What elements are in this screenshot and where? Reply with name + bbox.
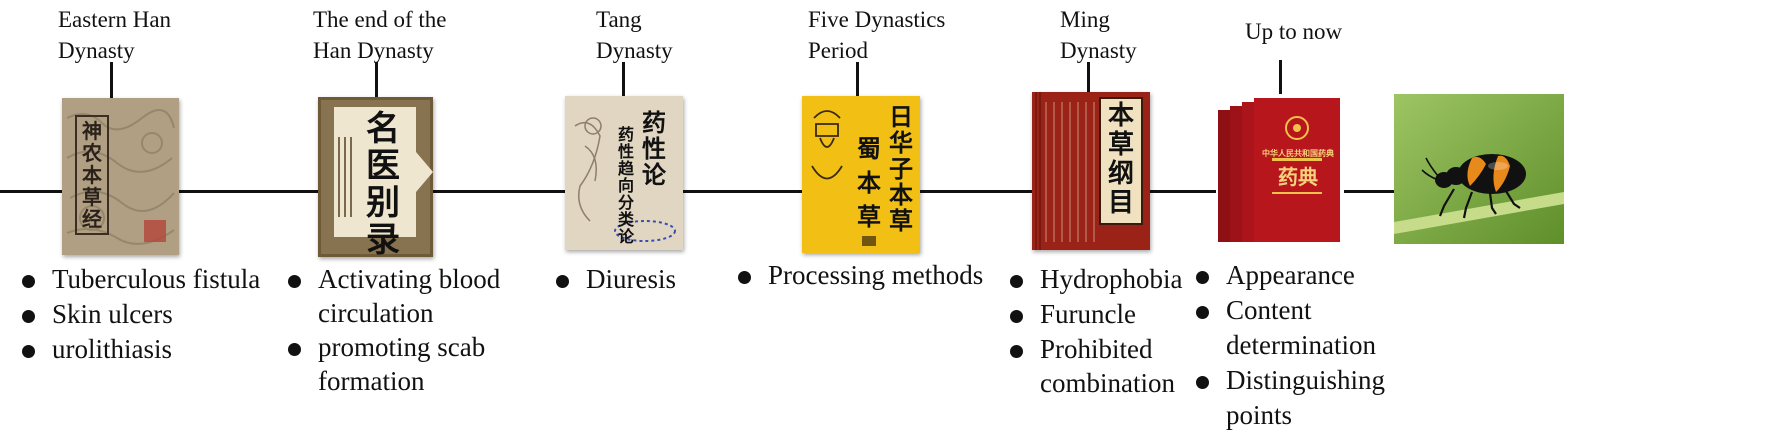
book-cover-rihuazi: 日华子本草 蜀本草	[802, 96, 920, 253]
book-cover-mingyi: 名医别录	[318, 97, 433, 257]
period-label-eastern-han: Eastern Han Dynasty	[58, 4, 171, 66]
list-item: urolithiasis	[22, 332, 282, 367]
book-cover-art	[1032, 92, 1150, 250]
list-item: Distinguishing points	[1196, 363, 1456, 433]
list-end-of-han: Activating blood circulation promoting s…	[288, 262, 528, 398]
list-item: Prohibited combination	[1010, 332, 1210, 400]
timeline-tick	[1087, 62, 1090, 92]
period-label-five-dynastics: Five Dynastics Period	[808, 4, 945, 66]
beetle-illustration	[1394, 94, 1564, 244]
period-line: Up to now	[1245, 19, 1343, 44]
list-item: Tuberculous fistula	[22, 262, 282, 297]
period-line: Dynasty	[596, 38, 673, 63]
book-title: 中华人民共和国药典	[1262, 148, 1334, 158]
list-item: Processing methods	[738, 258, 998, 293]
period-line: Dynasty	[1060, 38, 1137, 63]
period-line: Han Dynasty	[313, 38, 434, 63]
period-line: Tang	[596, 7, 642, 32]
period-line: Dynasty	[58, 38, 135, 63]
book-cover-art	[1216, 94, 1344, 246]
period-line: The end of the	[313, 7, 447, 32]
period-line: Five Dynastics	[808, 7, 946, 32]
book-cover-bencao-gangmu: 本草纲目	[1032, 92, 1150, 250]
list-item: Furuncle	[1010, 297, 1210, 332]
list-item: promoting scab formation	[288, 330, 528, 398]
timeline-tick	[110, 62, 113, 100]
list-five-dynastics: Processing methods	[738, 258, 998, 293]
list-item: Appearance	[1196, 258, 1456, 293]
list-item: Diuresis	[556, 262, 716, 297]
book-cover-yaoxing: 药性论 药性趋向分类论	[565, 96, 683, 250]
book-title: 神农本草经	[82, 119, 102, 231]
list-item: Content determination	[1196, 293, 1456, 363]
timeline-tick	[1279, 60, 1282, 94]
list-tang: Diuresis	[556, 262, 716, 297]
book-cover-pharmacopoeia: 中华人民共和国药典 药典	[1216, 94, 1344, 246]
timeline-tick	[856, 62, 859, 98]
book-subtitle: 药性趋向分类论	[617, 125, 634, 246]
timeline-tick	[375, 62, 378, 100]
list-item: Hydrophobia	[1010, 262, 1210, 297]
book-cover-art	[565, 96, 683, 250]
book-title: 药性论	[642, 108, 666, 189]
list-item: Skin ulcers	[22, 297, 282, 332]
book-cover-art	[802, 96, 920, 253]
book-title: 日华子本草	[889, 102, 913, 235]
book-subtitle: 蜀本草	[857, 134, 881, 231]
book-title: 名医别录	[366, 109, 400, 258]
period-label-ming: Ming Dynasty	[1060, 4, 1137, 66]
period-line: Period	[808, 38, 869, 63]
period-label-up-to-now: Up to now	[1245, 16, 1342, 47]
list-ming: Hydrophobia Furuncle Prohibited combinat…	[1010, 262, 1210, 400]
book-title: 本草纲目	[1107, 101, 1134, 218]
list-eastern-han: Tuberculous fistula Skin ulcers urolithi…	[22, 262, 282, 367]
beetle-photo	[1394, 94, 1564, 244]
period-line: Ming	[1060, 7, 1110, 32]
list-item: Activating blood circulation	[288, 262, 528, 330]
timeline-axis	[0, 190, 1545, 193]
period-line: Eastern Han	[58, 7, 172, 32]
period-label-end-of-han: The end of the Han Dynasty	[313, 4, 446, 66]
list-up-to-now: Appearance Content determination Disting…	[1196, 258, 1456, 433]
book-cover-art	[62, 98, 179, 255]
book-cover-shennong: 神农本草经	[62, 98, 179, 255]
timeline-tick	[622, 62, 625, 98]
book-cover-art	[318, 97, 433, 257]
book-subtitle: 药典	[1278, 165, 1318, 189]
period-label-tang: Tang Dynasty	[596, 4, 673, 66]
